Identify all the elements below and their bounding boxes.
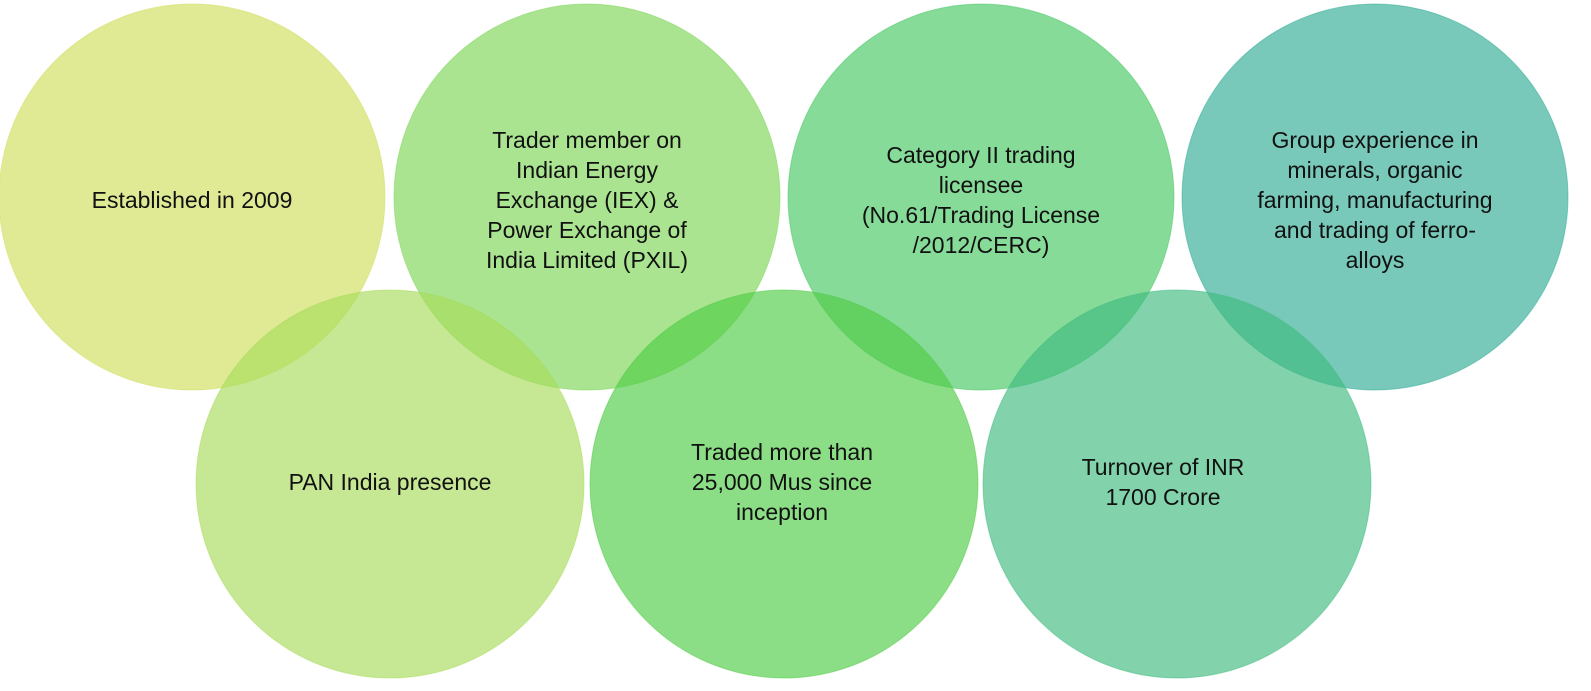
license-text: Category II trading licensee (No.61/Trad…	[861, 142, 1101, 258]
established-text: Established in 2009	[91, 187, 293, 213]
circle-pan-india	[195, 289, 585, 679]
turnover-text: Turnover of INR 1700 Crore	[1081, 454, 1245, 510]
circle-established	[0, 3, 386, 391]
trader-member-text: Trader member on Indian Energy Exchange …	[486, 127, 688, 273]
circle-group-experience	[1181, 3, 1569, 391]
circle-trader-member	[393, 3, 781, 391]
circle-license	[787, 3, 1175, 391]
circle-traded-volume	[589, 289, 979, 679]
group-experience-text: Group experience in minerals, organic fa…	[1257, 127, 1493, 273]
traded-volume-text: Traded more than 25,000 Mus since incept…	[691, 439, 873, 525]
pan-india-text: PAN India presence	[288, 469, 492, 495]
circle-turnover	[982, 289, 1372, 679]
